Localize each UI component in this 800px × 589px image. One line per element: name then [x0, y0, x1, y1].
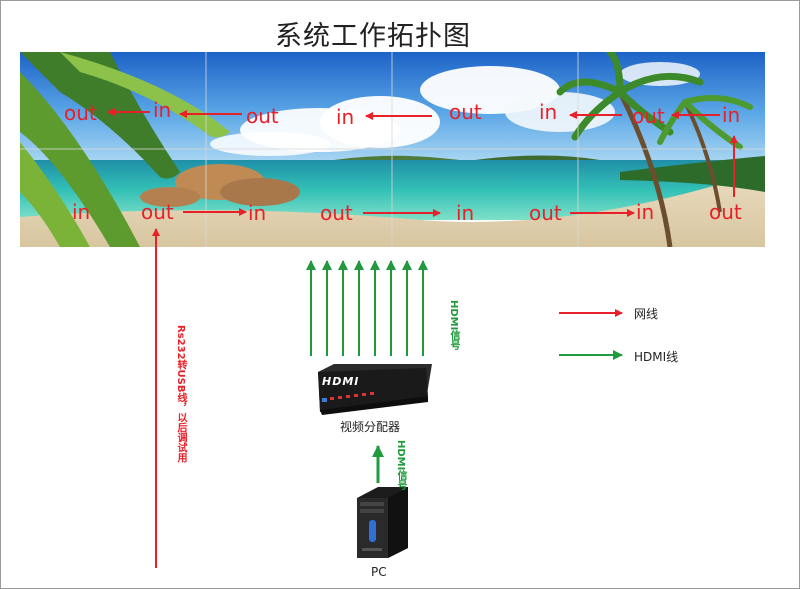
- hdmi-signal-label-upper: HDMI信号: [448, 300, 459, 351]
- top-row-label-8: in: [722, 103, 741, 127]
- page-title: 系统工作拓扑图: [275, 21, 471, 52]
- bottom-row-label-5: in: [456, 201, 475, 225]
- rs232-label: Rs232转USB线，以后调试用: [175, 325, 186, 463]
- bottom-row-label-3: in: [248, 201, 267, 225]
- top-row-label-6: in: [539, 100, 558, 124]
- bottom-row-label-2: out: [141, 200, 174, 224]
- bottom-row-label-4: out: [320, 201, 353, 225]
- top-row-label-5: out: [449, 100, 482, 124]
- top-row-label-2: in: [153, 98, 172, 122]
- pc-caption: PC: [371, 565, 387, 579]
- splitter-caption: 视频分配器: [340, 420, 401, 434]
- legend-hdmi-label: HDMI线: [634, 350, 679, 364]
- bottom-row-label-6: out: [529, 201, 562, 225]
- splitter-logo-text: HDMI: [322, 375, 360, 388]
- legend-network-label: 网线: [634, 307, 659, 321]
- top-row-label-3: out: [246, 104, 279, 128]
- bottom-row-label-8: out: [709, 200, 742, 224]
- bottom-row-label-7: in: [636, 200, 655, 224]
- beach-scene-image: [20, 52, 765, 247]
- pc-tower-device: [357, 487, 408, 558]
- video-wall: [20, 52, 765, 247]
- hdmi-splitter-device: [318, 364, 432, 415]
- hdmi-signal-label-lower: HDMI信号: [395, 440, 406, 491]
- top-row-label-7: out: [632, 104, 665, 128]
- bottom-row-label-1: in: [72, 200, 91, 224]
- top-row-label-4: in: [336, 105, 355, 129]
- top-row-label-1: out: [64, 101, 97, 125]
